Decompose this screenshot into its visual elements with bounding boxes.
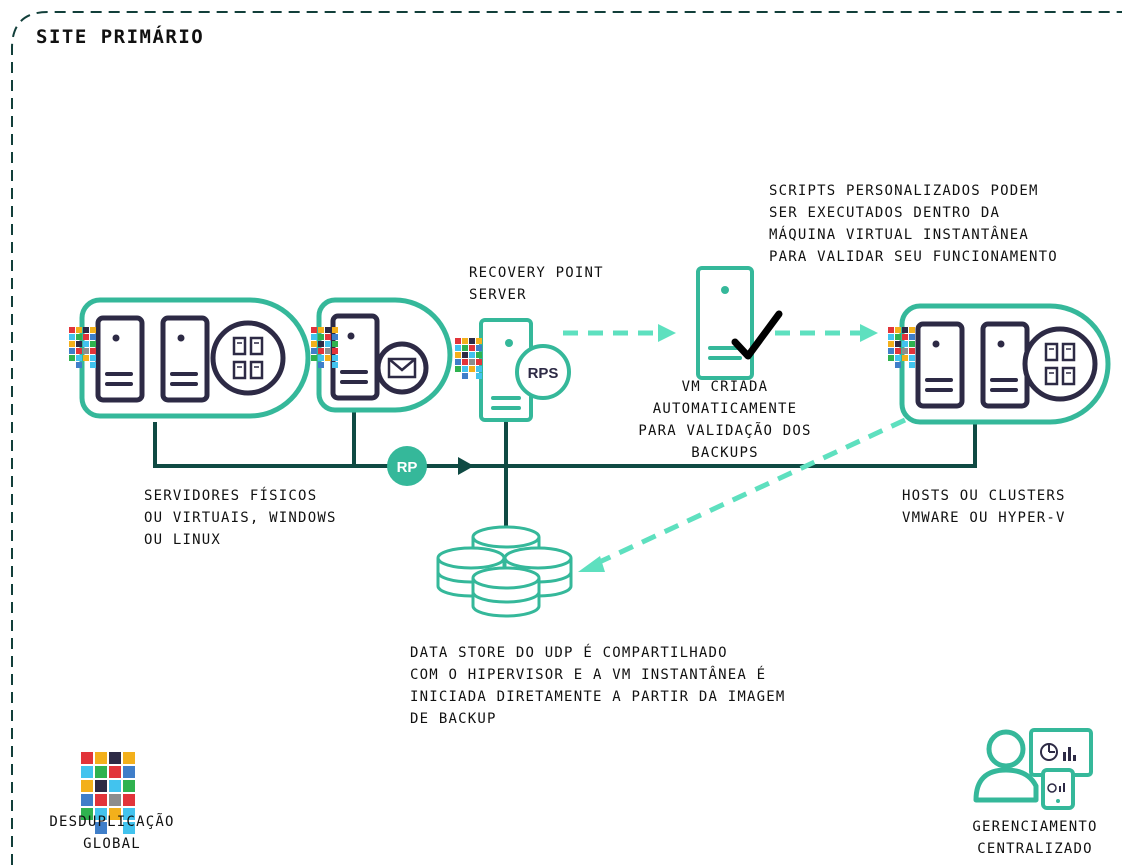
database-icon — [436, 525, 573, 618]
mail-server-icon — [311, 297, 453, 413]
management-label: GERENCIAMENTO CENTRALIZADO — [972, 819, 1098, 857]
rp-badge: RP — [387, 446, 427, 486]
checkmark-icon — [731, 310, 783, 360]
network-lines — [153, 410, 977, 545]
rp-arrow — [458, 457, 474, 475]
data-store-label: DATA STORE DO UDP É COMPARTILHADO COM O … — [410, 645, 786, 727]
admin-dashboard-icon — [973, 728, 1093, 810]
replication-arrows — [563, 330, 907, 568]
arrow-heads — [578, 324, 878, 572]
host-server-icon — [888, 303, 1111, 425]
rp-badge-label: RP — [397, 459, 418, 476]
rps-badge-label: RPS — [528, 365, 559, 382]
physical-servers-label: SERVIDORES FÍSICOS OU VIRTUAIS, WINDOWS … — [144, 488, 337, 548]
vm-check-icon — [696, 266, 783, 380]
scripts-note: SCRIPTS PERSONALIZADOS PODEM SER EXECUTA… — [769, 183, 1058, 265]
site-title: SITE PRIMÁRIO — [36, 26, 205, 48]
dedup-label: DESDUPLICAÇÃO GLOBAL — [49, 814, 175, 852]
rps-label: RECOVERY POINT SERVER — [469, 265, 604, 303]
server-vm-icon — [69, 297, 311, 419]
hosts-clusters-label: HOSTS OU CLUSTERS VMWARE OU HYPER-V — [902, 488, 1066, 526]
rps-server-icon: RPS — [455, 318, 571, 422]
vm-created-label: VM CRIADA AUTOMATICAMENTE PARA VALIDAÇÃO… — [638, 379, 812, 461]
